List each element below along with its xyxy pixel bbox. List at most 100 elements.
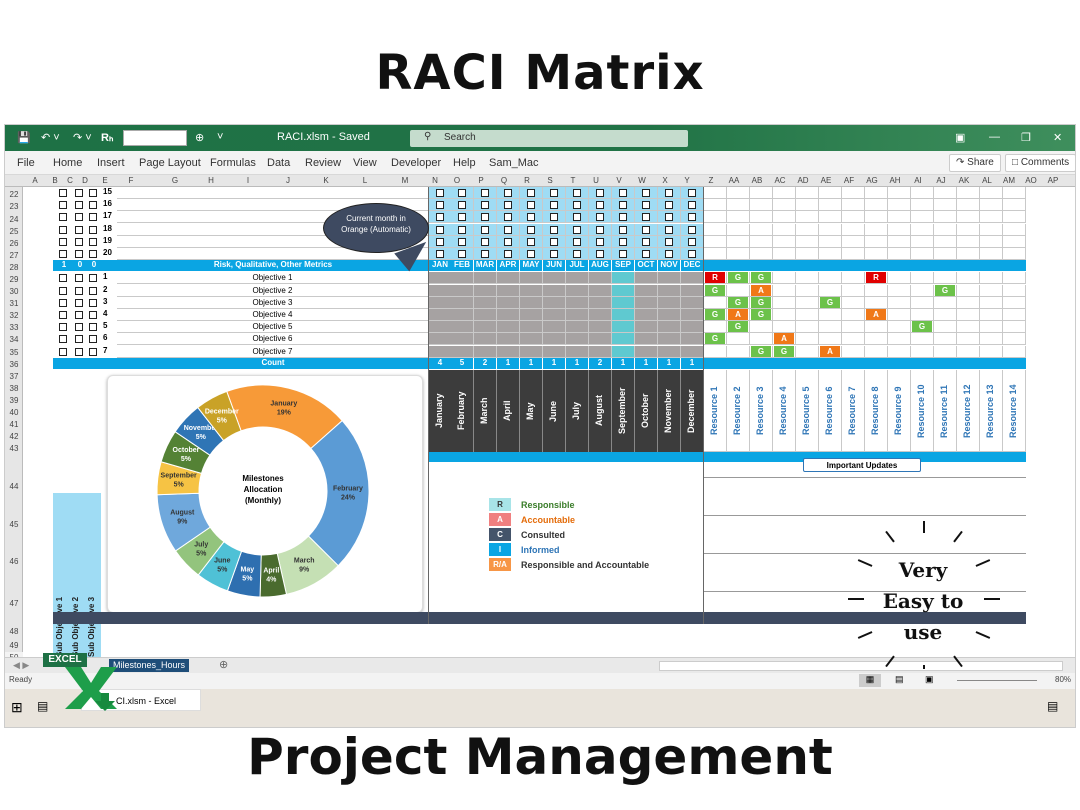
row-header[interactable]: 31 bbox=[9, 299, 19, 308]
raci-cell[interactable]: G bbox=[704, 309, 727, 321]
month-cell[interactable] bbox=[497, 296, 520, 309]
resource-cell[interactable] bbox=[842, 211, 865, 224]
resource-cell[interactable] bbox=[957, 199, 980, 212]
checkbox[interactable] bbox=[665, 201, 673, 210]
resource-cell[interactable] bbox=[773, 199, 796, 212]
raci-cell[interactable] bbox=[819, 284, 842, 297]
tab-help[interactable]: Help bbox=[453, 157, 476, 169]
checkbox[interactable] bbox=[89, 311, 97, 319]
month-cell[interactable] bbox=[658, 309, 681, 321]
month-cell[interactable] bbox=[566, 321, 589, 334]
month-cell[interactable] bbox=[451, 296, 474, 309]
checkbox[interactable] bbox=[458, 213, 466, 222]
checkbox[interactable] bbox=[619, 237, 627, 246]
objective-name[interactable]: Objective 3 bbox=[117, 296, 429, 309]
row-header[interactable]: 47 bbox=[9, 599, 19, 608]
row-header[interactable]: 26 bbox=[9, 239, 19, 248]
checkbox[interactable] bbox=[89, 298, 97, 307]
checkbox[interactable] bbox=[89, 201, 97, 210]
month-cell[interactable] bbox=[429, 333, 452, 346]
month-cell[interactable] bbox=[566, 223, 589, 236]
objective-cell[interactable] bbox=[117, 187, 429, 199]
raci-cell[interactable]: G bbox=[727, 321, 750, 334]
checkbox[interactable] bbox=[596, 250, 604, 258]
resource-cell[interactable] bbox=[727, 211, 750, 224]
month-cell[interactable] bbox=[566, 345, 589, 358]
checkbox[interactable] bbox=[75, 225, 83, 234]
month-cell[interactable] bbox=[658, 333, 681, 346]
tab-file[interactable]: File bbox=[17, 157, 35, 169]
column-header[interactable]: C bbox=[67, 176, 73, 185]
month-cell[interactable] bbox=[497, 235, 520, 248]
raci-cell[interactable] bbox=[888, 284, 911, 297]
month-cell[interactable] bbox=[429, 345, 452, 358]
raci-cell[interactable] bbox=[865, 345, 888, 358]
month-cell[interactable] bbox=[543, 296, 566, 309]
column-header[interactable]: AC bbox=[774, 176, 786, 185]
raci-cell[interactable]: A bbox=[865, 309, 888, 321]
month-cell[interactable] bbox=[543, 235, 566, 248]
resource-cell[interactable] bbox=[842, 235, 865, 248]
checkbox[interactable] bbox=[89, 250, 97, 258]
month-cell[interactable] bbox=[589, 223, 612, 236]
month-cell[interactable] bbox=[681, 333, 704, 346]
checkbox[interactable] bbox=[75, 237, 83, 246]
month-cell[interactable] bbox=[589, 296, 612, 309]
checkbox[interactable] bbox=[688, 189, 696, 197]
month-cell[interactable] bbox=[681, 345, 704, 358]
row-header[interactable]: 49 bbox=[9, 641, 19, 650]
month-cell[interactable] bbox=[681, 321, 704, 334]
checkbox[interactable] bbox=[75, 274, 83, 283]
column-header[interactable]: B bbox=[52, 176, 58, 185]
column-header[interactable]: AI bbox=[914, 176, 922, 185]
checkbox[interactable] bbox=[458, 250, 466, 258]
month-cell[interactable] bbox=[566, 248, 589, 260]
checkbox[interactable] bbox=[481, 225, 489, 234]
month-cell[interactable] bbox=[566, 309, 589, 321]
checkbox[interactable] bbox=[596, 237, 604, 246]
raci-cell[interactable] bbox=[911, 345, 934, 358]
checkbox[interactable] bbox=[619, 250, 627, 258]
raci-cell[interactable] bbox=[819, 272, 842, 285]
tab-insert[interactable]: Insert bbox=[97, 157, 125, 169]
raci-cell[interactable] bbox=[980, 333, 1003, 346]
month-cell[interactable] bbox=[612, 235, 635, 248]
month-cell[interactable] bbox=[635, 296, 658, 309]
column-header[interactable]: AD bbox=[797, 176, 809, 185]
resource-cell[interactable] bbox=[934, 199, 957, 212]
raci-cell[interactable] bbox=[842, 321, 865, 334]
month-cell[interactable] bbox=[658, 187, 681, 199]
raci-cell[interactable] bbox=[865, 296, 888, 309]
month-cell[interactable] bbox=[451, 199, 474, 212]
month-cell[interactable] bbox=[429, 272, 452, 285]
save-icon[interactable]: 💾 bbox=[17, 132, 31, 144]
month-cell[interactable] bbox=[589, 248, 612, 260]
month-cell[interactable] bbox=[566, 211, 589, 224]
checkbox[interactable] bbox=[527, 201, 535, 210]
checkbox[interactable] bbox=[527, 213, 535, 222]
checkbox[interactable] bbox=[504, 201, 512, 210]
resource-cell[interactable] bbox=[704, 248, 727, 260]
column-header[interactable]: N bbox=[432, 176, 438, 185]
raci-cell[interactable]: A bbox=[727, 309, 750, 321]
raci-cell[interactable]: R bbox=[704, 272, 727, 285]
row-header[interactable]: 23 bbox=[9, 202, 19, 211]
resource-cell[interactable] bbox=[842, 248, 865, 260]
resource-cell[interactable] bbox=[1003, 223, 1026, 236]
checkbox[interactable] bbox=[458, 189, 466, 197]
checkbox[interactable] bbox=[665, 225, 673, 234]
checkbox[interactable] bbox=[688, 201, 696, 210]
resource-cell[interactable] bbox=[1003, 248, 1026, 260]
month-cell[interactable] bbox=[520, 248, 543, 260]
windows-start-icon[interactable]: ⊞ bbox=[11, 699, 23, 715]
raci-cell[interactable] bbox=[842, 296, 865, 309]
checkbox[interactable] bbox=[619, 225, 627, 234]
resource-cell[interactable] bbox=[727, 199, 750, 212]
resource-cell[interactable] bbox=[750, 211, 773, 224]
checkbox[interactable] bbox=[59, 335, 67, 344]
month-cell[interactable] bbox=[497, 272, 520, 285]
checkbox[interactable] bbox=[436, 237, 444, 246]
raci-cell[interactable] bbox=[819, 309, 842, 321]
checkbox[interactable] bbox=[642, 201, 650, 210]
